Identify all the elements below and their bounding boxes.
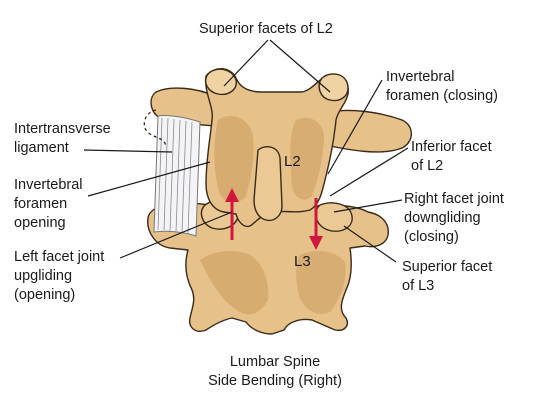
label-right-facet-joint: Right facet joint downgliding (closing) — [404, 191, 504, 245]
label-invertebral-foramen-opening: Invertebral foramen opening — [14, 177, 83, 231]
leader-left-facet-joint — [119, 211, 233, 259]
l2-shading-right — [290, 117, 324, 200]
l2-superior-facet-right — [318, 73, 349, 102]
l3-level-label: L3 — [294, 253, 311, 270]
figure-caption: Lumbar Spine Side Bending (Right) — [208, 354, 342, 389]
label-inferior-facet-l2: Inferior facet of L2 — [411, 139, 492, 174]
leader-superior-facets-left — [223, 39, 269, 87]
right-downglide-arrowhead — [309, 236, 323, 250]
l3-vertebra — [147, 198, 389, 335]
intertransverse-ligament — [143, 109, 201, 237]
ligament-dashed-outline — [143, 109, 167, 147]
l2-spinous-process — [253, 146, 283, 222]
label-superior-facet-l3: Superior facet of L3 — [402, 259, 493, 294]
label-invertebral-foramen-closing: Invertebral foramen (closing) — [386, 69, 499, 104]
leader-foramen-closing — [327, 79, 383, 175]
leader-superior-facet-l3 — [343, 225, 397, 263]
l3-shading-right — [296, 250, 346, 315]
leader-intertransverse-ligament — [83, 149, 173, 153]
l2-superior-facet-left — [204, 68, 237, 96]
ligament-fibers — [157, 117, 193, 235]
leader-lines — [83, 39, 409, 263]
ligament-band — [153, 115, 201, 237]
label-intertransverse-ligament: Intertransverse ligament — [14, 121, 111, 156]
motion-arrows — [225, 188, 323, 250]
l2-level-label: L2 — [284, 153, 301, 170]
leader-right-facet-joint — [333, 199, 403, 213]
l3-shading — [200, 250, 269, 315]
leader-inferior-facet-l2 — [329, 147, 409, 197]
l2-right-transverse-process — [329, 109, 413, 153]
l3-superior-facet-right — [315, 202, 353, 232]
leader-foramen-opening — [87, 161, 211, 197]
left-upglide-arrowhead — [225, 188, 239, 202]
label-superior-facets-l2: Superior facets of L2 — [199, 21, 333, 37]
l2-shading-left — [214, 116, 254, 203]
leader-superior-facets-right — [269, 39, 331, 93]
label-left-facet-joint: Left facet joint upgliding (opening) — [14, 249, 105, 303]
l2-vertebra — [150, 68, 413, 228]
